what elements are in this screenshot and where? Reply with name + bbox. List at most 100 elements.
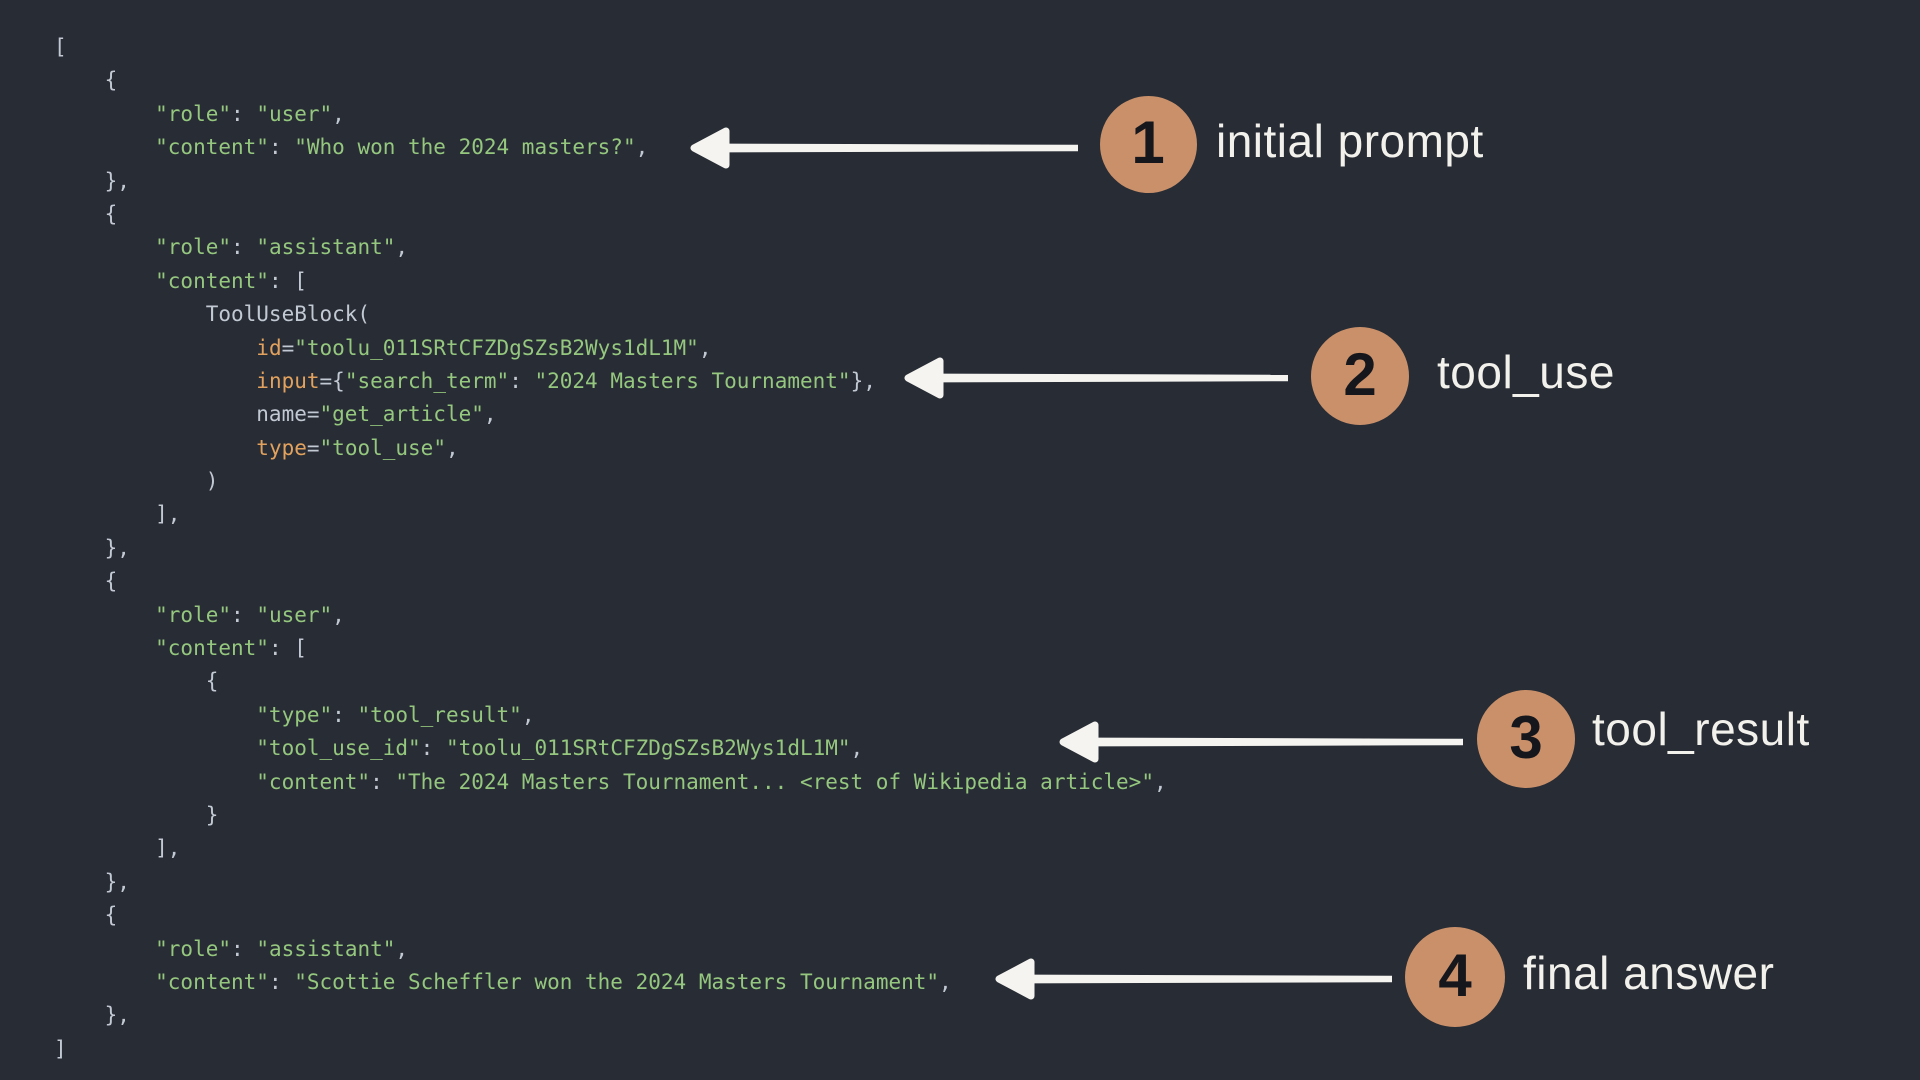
code-line: "content": "Scottie Scheffler won the 20… xyxy=(54,966,1167,999)
code-string-token: "toolu_011SRtCFZDgSZsB2Wys1dL1M" xyxy=(445,736,851,761)
code-plain-token: ], xyxy=(54,502,181,527)
code-string-token: "Who won the 2024 masters?" xyxy=(294,135,636,160)
code-keyword-token: type xyxy=(256,435,307,460)
code-line: ] xyxy=(54,1033,1167,1066)
code-string-token: "type" xyxy=(54,702,333,727)
code-plain-token: }, xyxy=(54,869,130,894)
step-2-badge: 2 xyxy=(1311,327,1409,425)
code-plain-token: , xyxy=(445,435,459,460)
code-plain-token: [ xyxy=(54,35,67,59)
code-plain-token: , xyxy=(332,101,345,126)
code-line: { xyxy=(54,198,1167,231)
code-string-token: "content" xyxy=(54,268,269,293)
left-arrow-icon xyxy=(904,357,1288,399)
code-plain-token: , xyxy=(395,235,409,260)
code-string-token: "tool_result" xyxy=(357,702,522,727)
code-line: }, xyxy=(54,165,1167,198)
code-plain-token xyxy=(54,436,256,460)
code-plain-token: ], xyxy=(54,836,181,861)
code-plain-token: : [ xyxy=(268,268,307,293)
code-line: "role": "assistant", xyxy=(54,933,1167,966)
code-line: [ xyxy=(54,31,1167,64)
code-plain-token: : [ xyxy=(268,636,307,661)
code-plain-token: : xyxy=(231,101,257,126)
code-plain-token: }, xyxy=(54,535,130,560)
code-string-token: "role" xyxy=(54,235,232,260)
code-line: "content": "The 2024 Masters Tournament.… xyxy=(54,766,1167,799)
code-string-token: "assistant" xyxy=(256,235,396,260)
code-plain-token: , xyxy=(483,402,497,427)
step-number: 3 xyxy=(1509,704,1543,771)
code-line: "role": "user", xyxy=(54,599,1167,632)
step-1-badge: 1 xyxy=(1099,95,1197,193)
left-arrow-icon xyxy=(690,127,1078,169)
code-plain-token: { xyxy=(54,903,118,928)
code-plain-token: , xyxy=(1153,769,1167,794)
code-plain-token: , xyxy=(939,969,952,994)
code-string-token: "get_article" xyxy=(319,402,484,427)
step-number: 2 xyxy=(1343,341,1377,408)
code-line: "tool_use_id": "toolu_011SRtCFZDgSZsB2Wy… xyxy=(54,732,1167,765)
left-arrow-icon xyxy=(1059,721,1463,763)
code-plain-token: , xyxy=(332,602,345,627)
code-string-token: "content" xyxy=(54,135,269,160)
code-plain-token: : xyxy=(332,702,358,727)
code-keyword-token: id xyxy=(256,335,282,360)
step-2-label: tool_use xyxy=(1437,346,1615,398)
code-line: id="toolu_011SRtCFZDgSZsB2Wys1dL1M", xyxy=(54,332,1167,365)
code-plain-token: : xyxy=(370,769,396,794)
code-line: type="tool_use", xyxy=(54,432,1167,465)
code-plain-token: { xyxy=(54,569,118,594)
code-line: }, xyxy=(54,866,1167,899)
code-string-token: "user" xyxy=(256,101,333,126)
step-3-label: tool_result xyxy=(1592,703,1810,755)
code-plain-token xyxy=(54,336,256,360)
step-3-badge: 3 xyxy=(1477,690,1575,788)
code-line: ) xyxy=(54,465,1167,498)
code-line: ], xyxy=(54,498,1167,531)
code-string-token: "Scottie Scheffler won the 2024 Masters … xyxy=(294,969,940,994)
code-string-token: "tool_use" xyxy=(319,435,446,460)
code-plain-token: }, xyxy=(850,368,876,393)
code-plain-token: }, xyxy=(54,168,130,193)
code-plain-token: = xyxy=(281,335,295,360)
code-plain-token: , xyxy=(635,135,649,160)
code-plain-token: , xyxy=(395,936,409,961)
code-plain-token: ToolUseBlock( xyxy=(54,302,371,327)
code-string-token: "tool_use_id" xyxy=(54,736,421,761)
code-line: { xyxy=(54,899,1167,932)
code-string-token: "content" xyxy=(54,636,269,661)
code-plain-token: = xyxy=(306,435,320,460)
code-line: name="get_article", xyxy=(54,398,1167,431)
code-line: "role": "user", xyxy=(54,98,1167,131)
code-string-token: "role" xyxy=(54,936,232,961)
code-plain-token: , xyxy=(521,702,535,727)
code-line: } xyxy=(54,799,1167,832)
code-string-token: "content" xyxy=(54,769,371,794)
code-plain-token xyxy=(54,369,256,393)
code-string-token: "role" xyxy=(54,101,232,126)
step-4-badge: 4 xyxy=(1405,927,1505,1027)
code-string-token: "assistant" xyxy=(256,936,396,961)
code-string-token: "2024 Masters Tournament" xyxy=(534,368,851,393)
code-plain-token: }, xyxy=(54,1003,130,1028)
code-line: "type": "tool_result", xyxy=(54,699,1167,732)
code-line: ToolUseBlock( xyxy=(54,298,1167,331)
code-plain-token: : xyxy=(268,969,295,994)
code-line: "content": [ xyxy=(54,632,1167,665)
code-plain-token: ) xyxy=(54,469,219,494)
code-line: { xyxy=(54,565,1167,598)
step-1-label: initial prompt xyxy=(1216,115,1484,167)
code-line: }, xyxy=(54,999,1167,1032)
code-plain-token: : xyxy=(231,235,257,260)
left-arrow-icon xyxy=(995,958,1392,1000)
code-plain-token: name= xyxy=(54,402,320,427)
code-plain-token: } xyxy=(54,802,219,827)
code-plain-token: : xyxy=(231,936,257,961)
code-plain-token: : xyxy=(268,135,295,160)
code-string-token: "role" xyxy=(54,602,232,627)
code-line: "content": "Who won the 2024 masters?", xyxy=(54,131,1167,164)
code-line: { xyxy=(54,665,1167,698)
code-string-token: "content" xyxy=(54,969,269,994)
